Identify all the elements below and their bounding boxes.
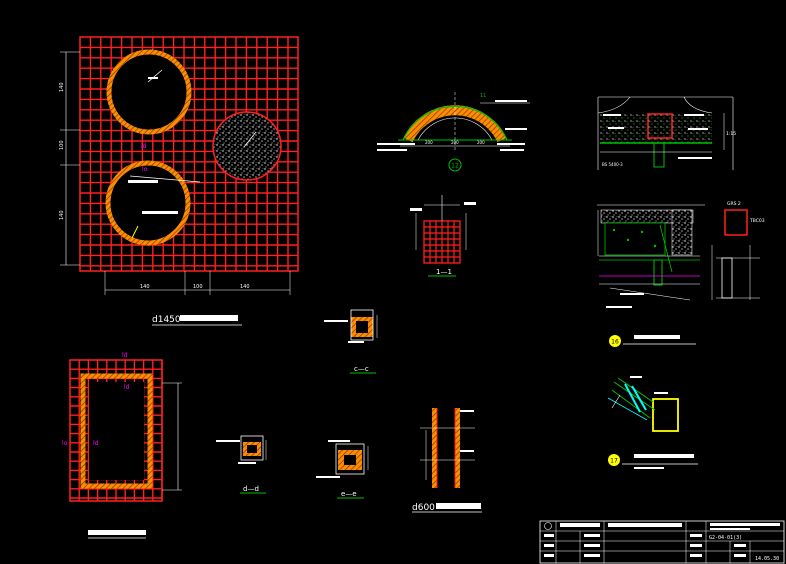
drawing-date: 14.05.30 [755,556,779,562]
section-c-c-label: c—c [354,365,369,373]
arc-dim-3: 200 [477,140,485,145]
section-e-e-label: e—e [341,490,357,498]
svg-text:140: 140 [59,210,65,220]
beam-detail-top: 1:15 BS 5400-3 [597,96,736,170]
section-note: BS 5400-3 [602,162,623,167]
filled-opening [212,111,282,181]
dim-right-2: TBC03 [749,218,765,224]
opening-bottom-left [105,160,191,246]
rebar-label-ld: ld [141,143,147,150]
section-e-e: e—e [316,440,369,499]
svg-text:lo: lo [62,440,68,447]
svg-text:100: 100 [59,140,65,150]
svg-text:GRS 2: GRS 2 [727,201,741,207]
svg-text:ld: ld [93,440,99,447]
svg-text:11: 11 [480,93,486,99]
svg-text:lo: lo [142,166,148,173]
rect-plan: ld ld lo ld [62,352,182,539]
dim-1: 140 [140,284,150,290]
beam-detail-mid: GRS 2 TBC03 16 [597,201,765,347]
dim-2: 100 [193,284,203,290]
d600-detail: d600 [412,408,482,513]
joint-detail: 17 [607,376,698,469]
opening-top-left [106,49,192,135]
section-1-1: 1—1 [410,195,476,277]
callout-12: 12 [451,163,459,170]
dim-right-1: 1:15 [726,131,736,137]
section-c-c: c—c [324,309,378,374]
title-block: G2-04-01(3) 14.05.30 [539,520,785,564]
section-d-d: d—d [216,435,267,494]
grid-plan: ld lo 140 100 140 140 100 140 d1450 [59,36,299,326]
drawing-number: G2-04-01(3) [709,535,742,541]
svg-text:ld: ld [122,352,128,359]
callout-16: 16 [611,339,619,346]
grid-plan-label: d1450 [152,315,181,325]
d600-label: d600 [412,503,435,513]
svg-text:140: 140 [59,82,65,92]
section-d-d-label: d—d [243,485,259,493]
arc-section: 200 200 200 11 12 [377,92,530,172]
arc-dim-1: 200 [425,140,433,145]
section-1-1-label: 1—1 [436,268,452,276]
svg-text:ld: ld [124,384,130,391]
dim-3: 140 [240,284,250,290]
arc-dim-2: 200 [451,140,459,145]
callout-17: 17 [610,458,618,465]
